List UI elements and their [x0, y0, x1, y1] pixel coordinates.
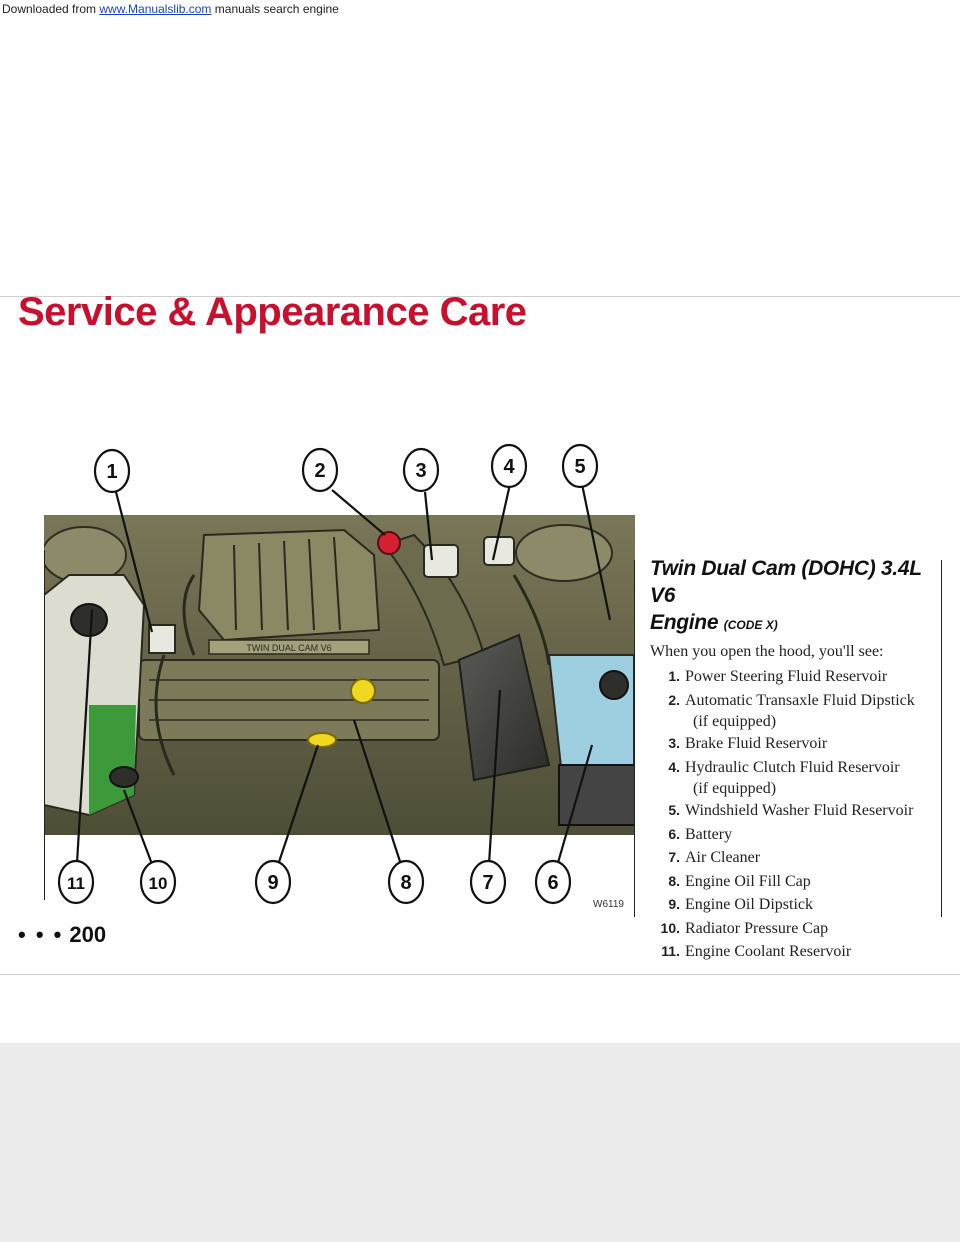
item-label: Hydraulic Clutch Fluid Reservoir — [685, 758, 900, 776]
item-label: Radiator Pressure Cap — [685, 919, 829, 937]
list-item: 3. Brake Fluid Reservoir — [650, 732, 940, 756]
list-item: 4. Hydraulic Clutch Fluid Reservoir (if eq… — [650, 756, 940, 800]
source-prefix: Downloaded from — [2, 2, 100, 16]
item-sub: (if equipped) — [693, 780, 777, 797]
callout-9: 9 — [267, 872, 278, 894]
oil-dipstick-handle — [307, 732, 337, 748]
right-strut-tower — [515, 524, 613, 582]
figure-code: W6119 — [593, 899, 624, 910]
list-item: 10. Radiator Pressure Cap — [650, 917, 940, 941]
callout-8-circle — [387, 859, 425, 905]
item-number: 8. — [668, 872, 680, 889]
callout-4: 4 — [503, 456, 515, 478]
item-sub: (if equipped) — [693, 713, 777, 730]
page-number-dots: • • • — [18, 922, 64, 947]
item-number: 4. — [668, 758, 680, 775]
source-suffix: manuals search engine — [211, 2, 339, 16]
figure-frame-left — [44, 550, 45, 900]
callout-9-circle — [254, 859, 292, 905]
text-frame-left — [634, 560, 635, 917]
item-label: Windshield Washer Fluid Reservoir — [685, 802, 914, 819]
item-label: Battery — [685, 825, 733, 843]
clutch-fluid-reservoir — [483, 536, 515, 566]
item-label: Air Cleaner — [685, 849, 761, 866]
item-number: 2. — [668, 691, 680, 708]
battery — [558, 764, 636, 826]
list-item: 2. Automatic Transaxle Fluid Dipstick (if … — [650, 689, 940, 733]
engine-label-text: TWIN DUAL CAM V6 — [246, 643, 331, 653]
bottom-rule — [0, 974, 960, 975]
item-label: Power Steering Fluid Reservoir — [685, 668, 888, 685]
item-number: 11. — [661, 943, 680, 959]
list-item: 6. Battery — [650, 823, 940, 847]
callout-8: 8 — [400, 872, 411, 894]
item-label: Engine Oil Dipstick — [685, 896, 813, 913]
callout-2-circle — [301, 447, 339, 493]
legend-heading-line1: Twin Dual Cam (DOHC) 3.4L V6 — [650, 557, 922, 607]
brake-cap-marker — [377, 531, 401, 555]
item-label: Engine Coolant Reservoir — [685, 943, 852, 960]
item-label: Engine Oil Fill Cap — [685, 872, 811, 890]
component-list: 1. Power Steering Fluid Reservoir 2. Autom… — [650, 665, 940, 964]
legend-heading: Twin Dual Cam (DOHC) 3.4L V6 Engine (COD… — [650, 555, 940, 639]
engine-svg: TWIN DUAL CAM V6 — [41, 515, 636, 835]
callout-3-circle — [402, 447, 440, 493]
intake-plenum — [197, 528, 381, 642]
hoses — [154, 574, 551, 776]
item-number: 7. — [668, 849, 680, 865]
air-cleaner-box — [457, 633, 551, 782]
callout-1-circle — [93, 448, 131, 494]
callout-7-circle — [469, 859, 507, 905]
callout-5: 5 — [574, 456, 585, 478]
page-number: • • •200 — [18, 922, 106, 948]
legend-intro: When you open the hood, you'll see: — [650, 643, 884, 660]
legend-heading-engine: Engine — [650, 611, 719, 634]
item-number: 1. — [668, 668, 680, 684]
item-number: 10. — [660, 919, 680, 936]
callout-2: 2 — [314, 460, 325, 482]
item-label: Automatic Transaxle Fluid Dipstick — [685, 691, 915, 709]
item-number: 3. — [668, 735, 680, 751]
component-legend: Twin Dual Cam (DOHC) 3.4L V6 Engine (COD… — [650, 555, 940, 964]
text-frame-right — [941, 560, 942, 917]
list-item: 7. Air Cleaner — [650, 846, 940, 870]
washer-cap — [599, 670, 629, 700]
callout-10-circle — [139, 859, 177, 905]
callout-6: 6 — [547, 872, 558, 894]
callout-1: 1 — [106, 461, 117, 483]
oil-fill-cap — [350, 678, 376, 704]
engine-label-plate — [208, 639, 370, 655]
brake-fluid-reservoir — [423, 544, 459, 578]
callout-4-circle — [490, 443, 528, 489]
section-title: Service & Appearance Care — [18, 290, 527, 334]
list-item: 8. Engine Oil Fill Cap — [650, 870, 940, 894]
source-bar: Downloaded from www.Manualslib.com manua… — [0, 0, 960, 18]
item-number: 9. — [668, 896, 680, 912]
callout-3: 3 — [415, 460, 426, 482]
callout-11-circle — [57, 859, 95, 905]
callout-10: 10 — [149, 874, 168, 893]
bottom-scan-margin — [0, 1043, 960, 1242]
legend-heading-code: (CODE X) — [723, 618, 778, 632]
legend-heading-line2: Engine (CODE X) — [650, 609, 940, 639]
callout-7: 7 — [482, 872, 493, 894]
manualslib-link[interactable]: www.Manualslib.com — [99, 2, 212, 16]
item-label: Brake Fluid Reservoir — [685, 735, 828, 752]
list-item: 11. Engine Coolant Reservoir — [650, 940, 940, 964]
power-steering-reservoir — [148, 624, 176, 654]
callout-6-circle — [534, 859, 572, 905]
list-item: 9. Engine Oil Dipstick — [650, 893, 940, 917]
top-rule — [0, 296, 960, 297]
page-number-value: 200 — [69, 922, 107, 947]
engine-compartment-illustration: TWIN DUAL CAM V6 — [41, 515, 636, 835]
item-number: 5. — [668, 802, 680, 818]
callout-5-circle — [561, 443, 599, 489]
item-number: 6. — [668, 825, 680, 842]
radiator-pressure-cap — [70, 603, 108, 637]
list-item: 5. Windshield Washer Fluid Reservoir — [650, 799, 940, 823]
callout-11: 11 — [67, 874, 85, 893]
coolant-reservoir-cap — [109, 766, 139, 788]
list-item: 1. Power Steering Fluid Reservoir — [650, 665, 940, 689]
plenum-runners — [233, 536, 341, 631]
